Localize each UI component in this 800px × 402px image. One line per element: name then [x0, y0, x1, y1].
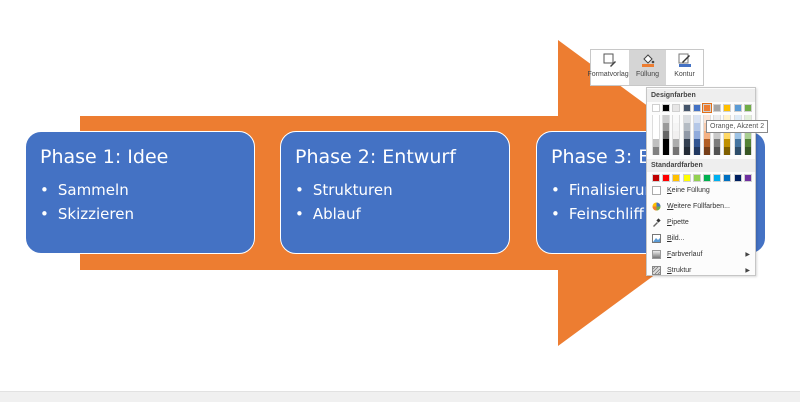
gradient-icon: [652, 250, 661, 259]
gradient-item[interactable]: Farbverlauf ▶: [647, 247, 755, 262]
theme-color-swatch[interactable]: [723, 104, 732, 112]
theme-color-swatch[interactable]: [733, 104, 742, 112]
phase-1-box[interactable]: Phase 1: Idee Sammeln Skizzieren: [25, 131, 255, 254]
theme-shade-column[interactable]: [652, 115, 660, 155]
gradient-label: Farbverlauf: [667, 251, 703, 258]
no-fill-item[interactable]: Keine Füllung: [647, 183, 755, 198]
phase-1-title: Phase 1: Idee: [40, 146, 169, 168]
fill-color-dropdown: Designfarben Standardfarben Keine Füllun…: [646, 87, 756, 276]
submenu-arrow-icon: ▶: [745, 268, 750, 274]
more-colors-item[interactable]: Weitere Füllfarben...: [647, 199, 755, 214]
picture-item[interactable]: Bild...: [647, 231, 755, 246]
theme-colors-header: Designfarben: [647, 89, 755, 102]
phase-1-bullets: Sammeln Skizzieren: [40, 178, 254, 226]
outline-button-label: Kontur: [674, 71, 695, 78]
paint-bucket-icon: [641, 54, 654, 67]
picture-label: Bild...: [667, 235, 685, 242]
texture-icon: [652, 266, 661, 275]
theme-shade-column[interactable]: [723, 115, 732, 155]
standard-color-swatch[interactable]: [703, 174, 711, 182]
standard-color-swatch[interactable]: [692, 174, 701, 182]
standard-color-swatch[interactable]: [662, 174, 671, 182]
texture-item[interactable]: Struktur ▶: [647, 263, 755, 278]
fill-button-label: Füllung: [636, 71, 659, 78]
no-fill-label: Keine Füllung: [667, 187, 710, 194]
bullet-item: Feinschliff: [551, 202, 765, 226]
submenu-arrow-icon: ▶: [745, 252, 750, 258]
theme-shade-column[interactable]: [682, 115, 691, 155]
theme-color-swatch[interactable]: [743, 104, 752, 112]
standard-color-swatch[interactable]: [713, 174, 722, 182]
status-bar: [0, 391, 800, 402]
bullet-item: Skizzieren: [40, 202, 254, 226]
theme-shade-column[interactable]: [672, 115, 681, 155]
standard-color-swatch[interactable]: [652, 174, 660, 182]
phase-2-box[interactable]: Phase 2: Entwurf Strukturen Ablauf: [280, 131, 510, 254]
floating-mini-toolbar: Formatvorlage Füllung Kontur: [587, 49, 704, 86]
more-colors-label: Weitere Füllfarben...: [667, 203, 730, 210]
theme-shade-column[interactable]: [743, 115, 752, 155]
bullet-item: Sammeln: [40, 178, 254, 202]
theme-color-swatch[interactable]: [682, 104, 691, 112]
picture-icon: [652, 234, 661, 243]
style-button-label: Formatvorlage: [587, 71, 633, 78]
fill-button[interactable]: Füllung: [629, 50, 666, 85]
theme-shade-column[interactable]: [692, 115, 701, 155]
standard-color-swatch[interactable]: [682, 174, 691, 182]
eyedropper-icon: [653, 218, 661, 227]
theme-color-swatch[interactable]: [692, 104, 701, 112]
theme-color-swatch[interactable]: [713, 104, 722, 112]
phase-3-title: Phase 3: Erg: [551, 146, 670, 168]
standard-color-swatch[interactable]: [743, 174, 752, 182]
eyedropper-item[interactable]: Pipette: [647, 215, 755, 230]
color-tooltip: Orange, Akzent 2: [706, 120, 768, 133]
bullet-item: Strukturen: [295, 178, 509, 202]
standard-color-swatch[interactable]: [723, 174, 732, 182]
theme-shade-column[interactable]: [662, 115, 671, 155]
standard-color-swatch[interactable]: [733, 174, 742, 182]
eyedropper-label: Pipette: [667, 219, 689, 226]
theme-color-swatch[interactable]: [652, 104, 660, 112]
bullet-item: Ablauf: [295, 202, 509, 226]
shape-style-icon: [603, 53, 616, 67]
color-wheel-icon: [652, 202, 661, 211]
phase-2-bullets: Strukturen Ablauf: [295, 178, 509, 226]
theme-color-swatch[interactable]: [672, 104, 681, 112]
theme-shade-column[interactable]: [703, 115, 711, 155]
bullet-item: Finalisierung: [551, 178, 765, 202]
theme-color-swatch[interactable]: [702, 103, 712, 113]
theme-color-swatch[interactable]: [662, 104, 671, 112]
texture-label: Struktur: [667, 267, 692, 274]
outline-button[interactable]: Kontur: [666, 50, 703, 85]
standard-colors-header: Standardfarben: [647, 159, 755, 172]
standard-color-swatch[interactable]: [672, 174, 681, 182]
theme-shade-column[interactable]: [713, 115, 722, 155]
pen-outline-icon: [678, 53, 691, 67]
phase-3-bullets: Finalisierung Feinschliff: [551, 178, 765, 226]
theme-shade-column[interactable]: [733, 115, 742, 155]
style-button[interactable]: Formatvorlage: [587, 50, 633, 85]
no-fill-icon: [652, 186, 661, 195]
phase-2-title: Phase 2: Entwurf: [295, 146, 456, 168]
